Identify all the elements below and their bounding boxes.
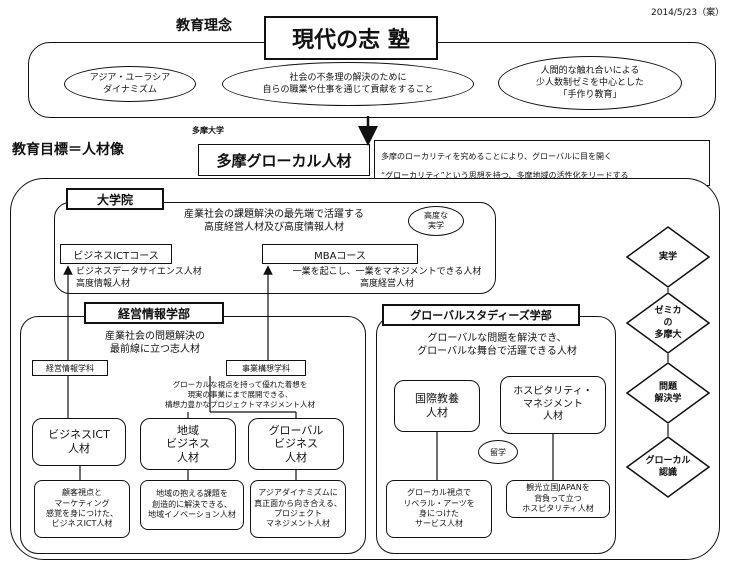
global-title-box: グローバルスタディーズ学部 xyxy=(382,304,580,326)
course-mba-box: MBAコース xyxy=(262,244,418,264)
graduate-title: 大学院 xyxy=(96,192,133,207)
talent-business-ict-desc: 顧客視点と マーケティング 感覚を身につけた、 ビジネスICT人材 xyxy=(46,488,118,529)
global-title: グローバルスタディーズ学部 xyxy=(410,309,552,322)
talent-regional-box: 地域 ビジネス 人材 xyxy=(140,418,236,470)
management-title-box: 経営情報学部 xyxy=(84,302,224,324)
study-abroad-badge: 留学 xyxy=(478,440,518,464)
glocal-talent-box: 多摩グローカル人材 xyxy=(198,144,370,176)
dept-management-info-label: 経営情報学科 xyxy=(46,363,94,373)
diamond-seminar-shape xyxy=(626,292,710,354)
diamond-seminar: ゼミカ の 多摩大 xyxy=(626,292,710,354)
talent-liberal-desc-box: グローカル視点で リベラル・アーツを 身につけた サービス人材 xyxy=(386,480,492,538)
course-ict-label: ビジネスICTコース xyxy=(73,250,159,262)
diamond-practice-shape xyxy=(626,226,710,288)
date-label: 2014/5/23（案） xyxy=(651,8,725,18)
course-ict-box: ビジネスICTコース xyxy=(60,244,172,264)
goal-heading: 教育目標＝人材像 xyxy=(12,142,124,158)
talent-regional-desc-box: 地域の抱える課題を 創造的に解決できる、 地域イノベーション人材 xyxy=(140,480,244,530)
management-title: 経営情報学部 xyxy=(117,306,190,321)
philosophy-ellipse-asia: アジア・ユーラシア ダイナミズム xyxy=(64,66,196,102)
glocal-talent-title: 多摩グローカル人材 xyxy=(216,151,352,170)
philosophy-title-box: 現代の志 塾 xyxy=(264,16,438,60)
global-desc: グローバルな問題を解決でき、 グローバルな舞台で活躍できる人材 xyxy=(417,333,577,357)
diamond-problem-solving: 問題 解決学 xyxy=(626,362,710,424)
talent-liberal: 国際教養 人材 xyxy=(415,392,459,419)
dept-business-design-label: 事業構想学科 xyxy=(242,363,290,373)
talent-hospitality-box: ホスピタリティ・ マネジメント 人材 xyxy=(500,376,606,434)
talent-hospitality-desc-box: 観光立国JAPANを 背負って立つ ホスピタリティ人材 xyxy=(506,480,610,518)
diamond-glocal-shape xyxy=(626,436,710,498)
diamond-problem-solving-text: 問題 解決学 xyxy=(654,381,682,404)
diamond-practice: 実学 xyxy=(626,226,710,288)
talent-regional-desc: 地域の抱える課題を 創造的に解決できる、 地域イノベーション人材 xyxy=(148,489,236,520)
philosophy-title: 現代の志 塾 xyxy=(292,28,410,53)
course-mba-desc: 一業を起こし、一業をマネジメントできる人材 高度経営人材 xyxy=(292,267,482,290)
philosophy-ellipse-contribution: 社会の不条理の解決のために 自らの職業や仕事を通じて貢献をすること xyxy=(222,62,474,106)
diamond-glocal: グローカル 認識 xyxy=(626,436,710,498)
diamond-glocal-text: グローカル 認識 xyxy=(645,455,691,478)
philosophy-heading: 教育理念 xyxy=(176,18,232,34)
graduate-desc: 産業社会の課題解決の最先端で活躍する 高度経営人材及び高度情報人材 xyxy=(184,209,364,233)
diamond-problem-solving-shape xyxy=(626,362,710,424)
talent-global-business-box: グローバル ビジネス 人材 xyxy=(248,418,344,470)
ellipse-education-text: 人間的な触れ合いによる 少人数制ゼミを中心とした 「手作り教育」 xyxy=(535,65,644,101)
talent-business-ict: ビジネスICT 人材 xyxy=(48,428,110,455)
course-ict-desc: ビジネスデータサイエンス人材 高度情報人材 xyxy=(76,267,202,290)
talent-hospitality-desc: 観光立国JAPANを 背負って立つ ホスピタリティ人材 xyxy=(522,483,594,514)
talent-global-business-desc-box: アジアダイナミズムに 真正面から向き合える、 プロジェクト マネジメント人材 xyxy=(250,480,346,538)
talent-global-business-desc: アジアダイナミズムに 真正面から向き合える、 プロジェクト マネジメント人材 xyxy=(254,488,342,529)
diamond-practice-text: 実学 xyxy=(658,251,677,262)
talent-hospitality: ホスピタリティ・ マネジメント 人材 xyxy=(513,386,593,423)
tama-univ-label: 多摩大学 xyxy=(192,126,224,135)
ellipse-contribution-text: 社会の不条理の解決のために 自らの職業や仕事を通じて貢献をすること xyxy=(262,72,434,95)
course-mba-label: MBAコース xyxy=(314,250,366,262)
advanced-practice-badge: 高度な 実学 xyxy=(408,206,464,236)
talent-business-ict-box: ビジネスICT 人材 xyxy=(32,418,126,466)
ellipse-asia-text: アジア・ユーラシア ダイナミズム xyxy=(89,72,171,95)
management-desc: 産業社会の問題解決の 最前線に立つ志人材 xyxy=(105,331,205,355)
diamond-seminar-text: ゼミカ の 多摩大 xyxy=(654,305,682,341)
talent-liberal-desc: グローカル視点で リベラル・アーツを 身につけた サービス人材 xyxy=(403,488,475,529)
philosophy-ellipse-education: 人間的な触れ合いによる 少人数制ゼミを中心とした 「手作り教育」 xyxy=(498,56,682,110)
dept-business-design-box: 事業構想学科 xyxy=(226,360,306,376)
dept-management-info-box: 経営情報学科 xyxy=(32,360,108,376)
advanced-practice-text: 高度な 実学 xyxy=(424,211,448,230)
graduate-title-box: 大学院 xyxy=(66,188,164,210)
talent-regional: 地域 ビジネス 人材 xyxy=(166,424,210,464)
study-abroad-text: 留学 xyxy=(490,447,506,457)
talent-liberal-box: 国際教養 人材 xyxy=(394,380,480,432)
talent-global-business: グローバル ビジネス 人材 xyxy=(268,424,324,464)
talent-business-ict-desc-box: 顧客視点と マーケティング 感覚を身につけた、 ビジネスICT人材 xyxy=(34,480,130,538)
dept-business-design-desc: グローカルな視点を持って優れた着想を 現実の事業にまで展開できる、 構想力豊かな… xyxy=(165,380,315,410)
